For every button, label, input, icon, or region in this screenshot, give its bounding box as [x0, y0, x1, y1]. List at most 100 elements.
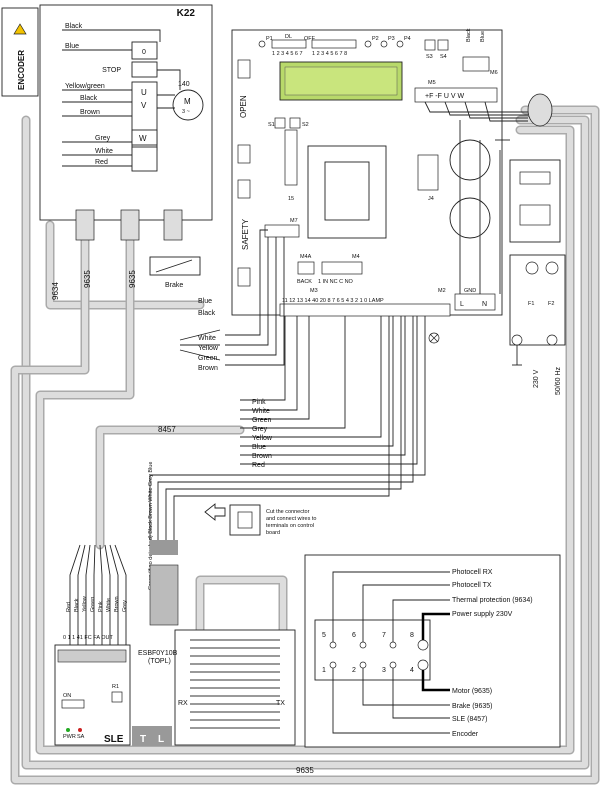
photocell-model-sub: (TOPL) — [148, 658, 171, 665]
legend-item-4: Motor (9635) — [452, 688, 492, 695]
warning-icon — [13, 23, 27, 35]
term-140: 140 — [178, 81, 190, 88]
svg-text:Yellow: Yellow — [82, 596, 88, 612]
svg-text:Black: Black — [466, 28, 472, 42]
svg-text:P4: P4 — [404, 36, 411, 42]
svg-text:Blue: Blue — [480, 31, 486, 42]
m3-numbers: 11 12 13 14 40 20 8 7 6 5 4 3 2 1 0 LAMP — [282, 298, 384, 304]
photocell-wires-label: Green (if so detached) Black Brown White… — [148, 462, 154, 590]
wire-brown: Brown — [80, 109, 100, 116]
term-v: V — [141, 101, 147, 110]
svg-text:GND: GND — [464, 288, 476, 294]
enc-wire-1: Yellow — [198, 345, 219, 352]
svg-text:S1: S1 — [268, 122, 275, 128]
note-line-2: terminals on control — [266, 523, 314, 529]
svg-text:8: 8 — [410, 632, 414, 639]
cable-label-8457: 8457 — [158, 425, 176, 434]
svg-text:White: White — [106, 598, 112, 612]
m3-strip — [279, 303, 451, 317]
svg-text:Red: Red — [66, 602, 72, 612]
sle-wire-5: Blue — [252, 444, 266, 451]
svg-text:P3: P3 — [388, 36, 395, 42]
motor-sub: 3 ~ — [182, 109, 190, 115]
sle-wire-6: Brown — [252, 453, 272, 460]
legend-item-0: Photocell RX — [452, 569, 493, 576]
svg-text:7: 7 — [382, 632, 386, 639]
svg-text:SA: SA — [77, 734, 85, 740]
svg-text:F1: F1 — [528, 301, 534, 307]
off-label: OFF — [304, 36, 316, 42]
term-w: W — [139, 134, 147, 143]
svg-text:Grey: Grey — [122, 600, 128, 612]
legend-item-1: Photocell TX — [452, 582, 492, 589]
motor-icon — [172, 89, 204, 121]
sle-wire-4: Yellow — [252, 435, 273, 442]
blue-lbl: Blue — [198, 298, 212, 305]
motor-label: M — [184, 97, 191, 106]
dip2-label: 1 2 3 4 5 6 7 8 — [312, 51, 347, 57]
svg-text:BACK: BACK — [297, 279, 312, 285]
svg-text:Pink: Pink — [98, 601, 104, 612]
sle-wire-2: Green — [252, 417, 272, 424]
black-lbl: Black — [198, 310, 216, 317]
m5-terms: +F -F U V W — [425, 93, 464, 100]
dl-label: DL — [285, 34, 292, 40]
dip1-label: 1 2 3 4 5 6 7 — [272, 51, 303, 57]
svg-text:PWR: PWR — [63, 734, 76, 740]
svg-text:4: 4 — [410, 667, 414, 674]
safety-label: SAFETY — [241, 218, 250, 250]
svg-text:L: L — [158, 734, 164, 745]
rx-label: RX — [178, 700, 188, 707]
gland-3 — [163, 209, 183, 241]
svg-text:J4: J4 — [428, 196, 434, 202]
svg-text:F2: F2 — [548, 301, 554, 307]
svg-text:M4: M4 — [352, 254, 360, 260]
encoder-label: ENCODER — [17, 50, 26, 90]
wire-blue: Blue — [65, 43, 79, 50]
svg-text:M2: M2 — [438, 288, 446, 294]
legend-item-5: Brake (9635) — [452, 703, 492, 710]
ferrite-ring — [527, 93, 553, 127]
svg-text:1: 1 — [322, 667, 326, 674]
sle-wire-1: White — [252, 408, 270, 415]
open-label: OPEN — [239, 95, 248, 118]
cable-label-9634: 9634 — [51, 282, 60, 300]
sle-terms: 0 1 1 41 FC FA OUT — [63, 635, 113, 641]
svg-text:Brown: Brown — [114, 596, 120, 612]
svg-text:N: N — [482, 301, 487, 308]
svg-text:S3: S3 — [426, 54, 433, 60]
svg-text:P1: P1 — [266, 36, 273, 42]
term-stop: STOP — [102, 67, 121, 74]
svg-text:M6: M6 — [490, 70, 498, 76]
legend-item-7: Encoder — [452, 731, 479, 738]
encoder-box — [1, 7, 39, 97]
tx-label: TX — [276, 700, 285, 707]
wire-grey: Grey — [95, 135, 111, 142]
cable-label-9635-bottom: 9635 — [296, 766, 314, 775]
c15-label: 15 — [288, 196, 294, 202]
svg-text:S4: S4 — [440, 54, 447, 60]
legend-item-6: SLE (8457) — [452, 716, 487, 723]
svg-text:230 V: 230 V — [533, 369, 540, 388]
wire-red: Red — [95, 159, 108, 166]
gland-2 — [120, 209, 140, 241]
arrow-left-icon — [204, 503, 226, 521]
legend-item-3: Power supply 230V — [452, 611, 513, 618]
svg-text:L: L — [460, 301, 464, 308]
legend-item-2: Thermal protection (9634) — [452, 597, 533, 604]
enc-wire-2: Green — [198, 355, 218, 362]
k22-title: K22 — [177, 8, 196, 19]
svg-text:M3: M3 — [310, 288, 318, 294]
svg-text:R1: R1 — [112, 684, 119, 690]
gland-1 — [75, 209, 95, 241]
connector-pinout — [314, 619, 431, 681]
svg-text:5: 5 — [322, 632, 326, 639]
svg-text:M7: M7 — [290, 218, 298, 224]
svg-text:3: 3 — [382, 667, 386, 674]
note-line-3: board — [266, 530, 280, 536]
note-line-0: Cut the connector — [266, 509, 310, 515]
sle-name: SLE — [104, 734, 124, 745]
svg-text:6: 6 — [352, 632, 356, 639]
svg-text:50/60 Hz: 50/60 Hz — [555, 366, 562, 395]
